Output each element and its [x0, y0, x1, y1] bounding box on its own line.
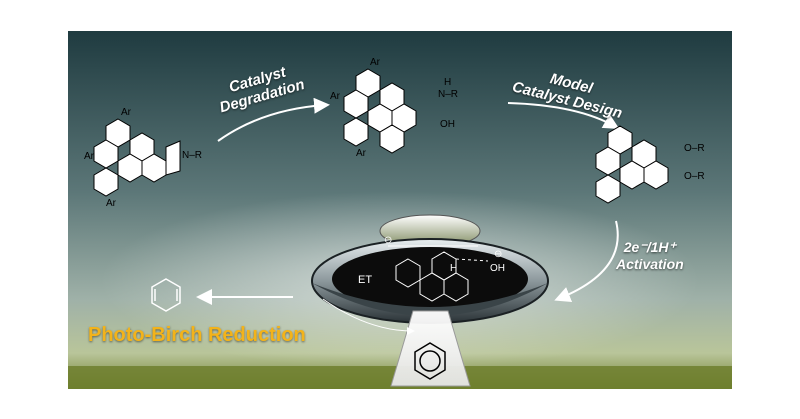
molecule-diester — [595, 125, 669, 204]
cyclohexadiene-product — [151, 278, 181, 312]
acid-label: OH — [440, 119, 455, 130]
photo-birch-reduction-label: Photo-Birch Reduction — [88, 324, 306, 346]
ufo-charge-2: ⊖ — [494, 249, 503, 260]
et-arrow — [322, 298, 415, 335]
ufo-rim — [312, 283, 548, 316]
ufo-molecule — [388, 245, 489, 302]
ufo-charge-1: ⊖ — [384, 235, 393, 246]
aryl-label-2: Ar — [84, 151, 94, 162]
aryl-label-3: Ar — [106, 198, 116, 209]
arrow-activation — [554, 220, 619, 302]
electron-transfer-label: ET — [358, 274, 373, 286]
scene-panel: Catalyst Degradation Model Catalyst Desi… — [68, 31, 732, 389]
imide-n-label: N–R — [182, 150, 203, 161]
ester-top-label: O–R — [684, 143, 705, 154]
arrow-degradation — [217, 97, 330, 142]
activation-line-1: 2e⁻/1H⁺ — [623, 239, 676, 255]
activation-line-2: Activation — [616, 256, 684, 272]
aryl-label-6: Ar — [356, 148, 366, 159]
ufo — [311, 214, 549, 324]
ufo-window — [332, 247, 528, 311]
molecule-amide-acid — [343, 68, 417, 154]
benzene-substrate — [414, 342, 446, 380]
aryl-label-4: Ar — [370, 57, 380, 68]
molecule-imide — [93, 118, 181, 197]
ester-bottom-label: O–R — [684, 171, 705, 182]
amide-h-label: H — [444, 77, 452, 88]
illustration — [68, 31, 732, 389]
amide-n-label: N–R — [438, 89, 459, 100]
aryl-label-5: Ar — [330, 91, 340, 102]
aryl-label-1: Ar — [121, 107, 131, 118]
ufo-oh-label: OH — [490, 263, 505, 274]
ufo-h-label: H — [450, 263, 458, 274]
arrow-design — [507, 102, 620, 130]
activation-step-label: 2e⁻/1H⁺ Activation — [616, 239, 684, 273]
